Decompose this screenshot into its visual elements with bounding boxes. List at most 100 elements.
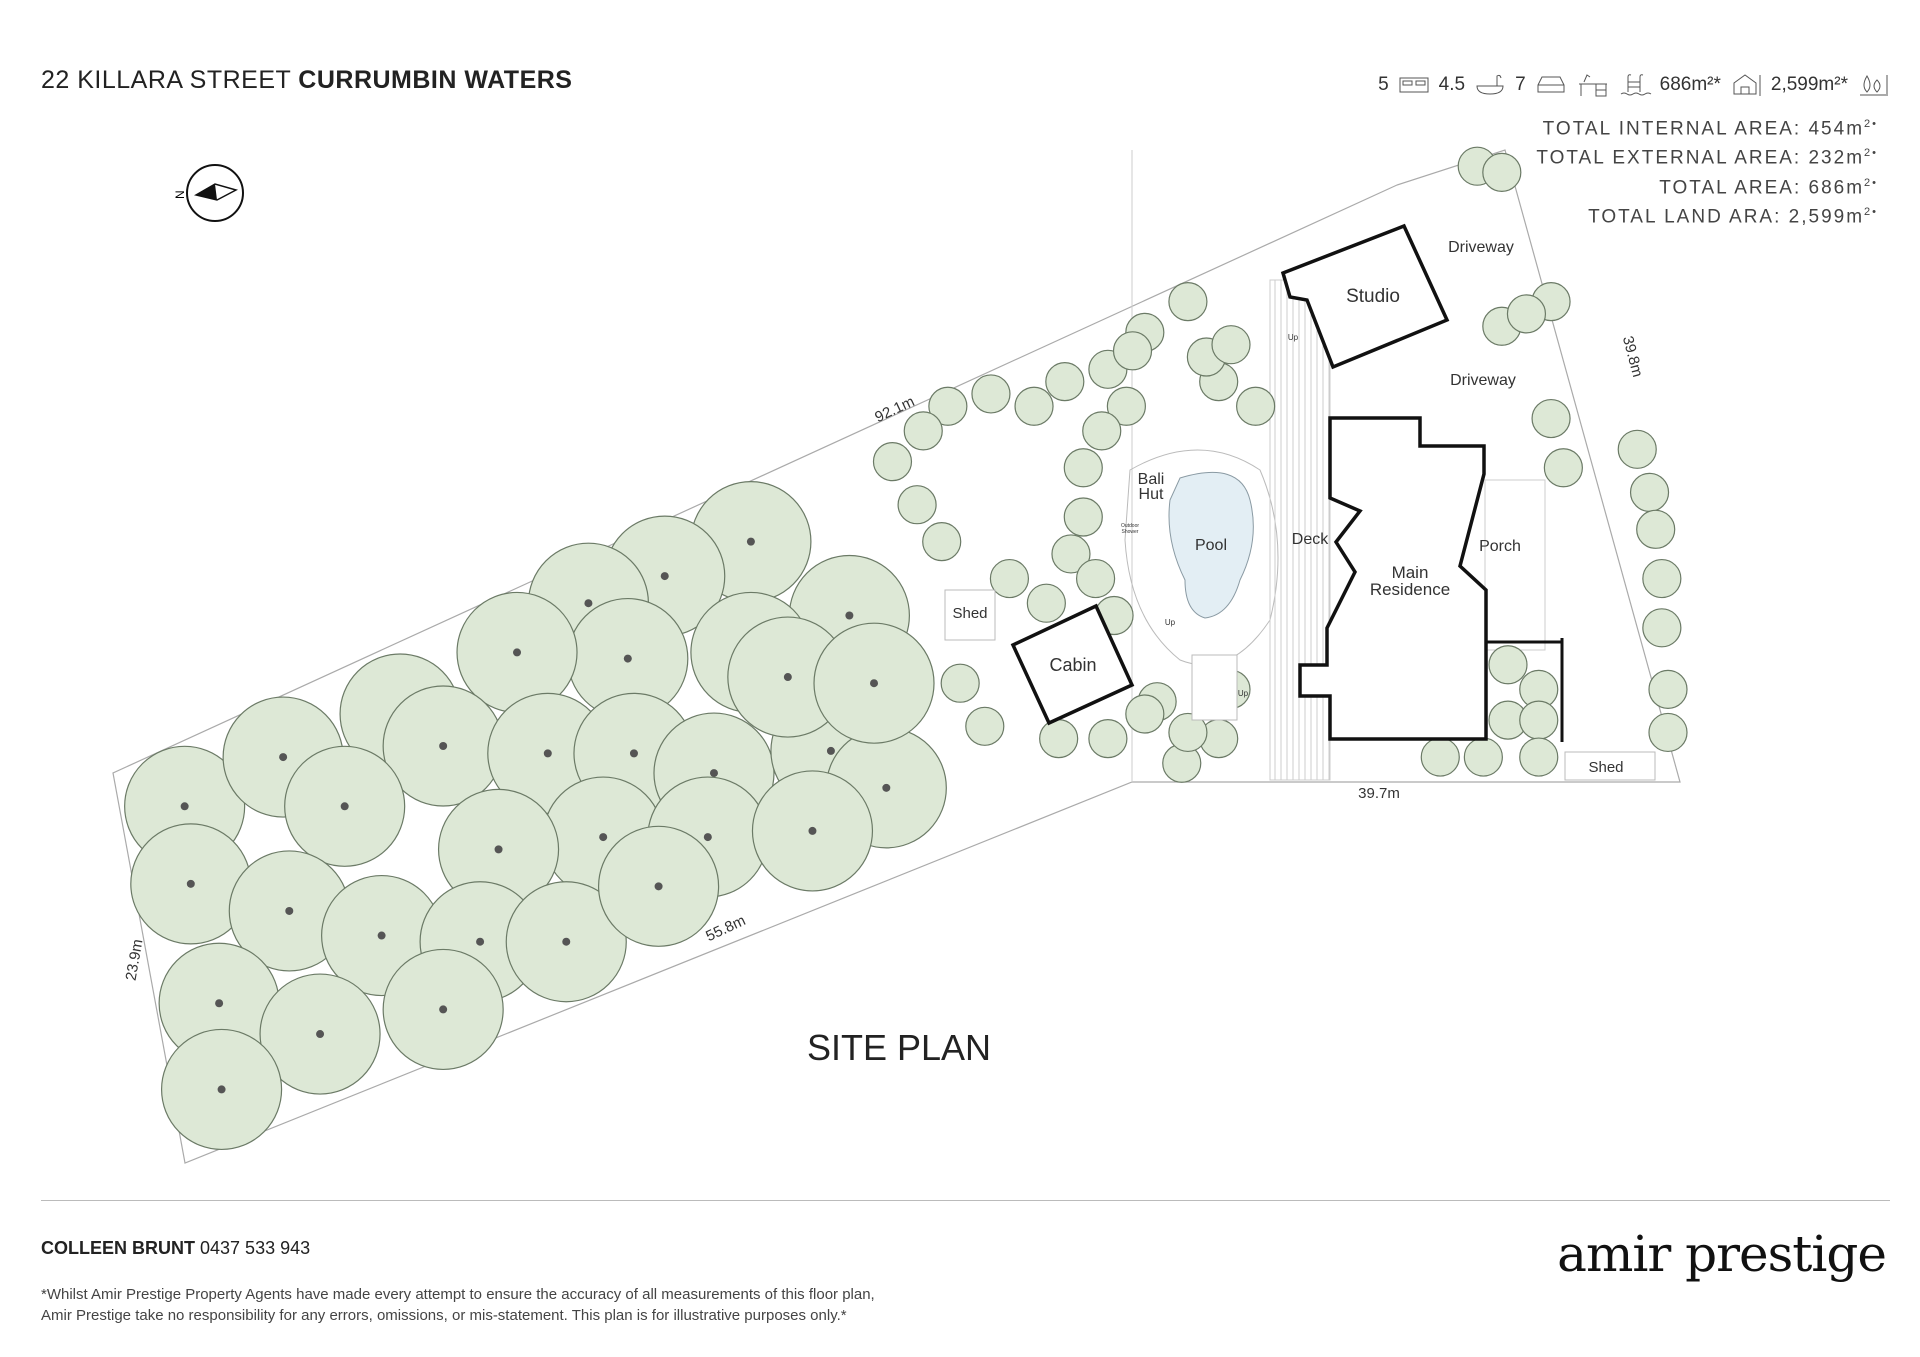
pool: [1168, 471, 1254, 619]
disclaimer: *Whilst Amir Prestige Property Agents ha…: [41, 1286, 875, 1324]
tree-icon: [989, 558, 1030, 599]
label-residence: Residence: [1370, 580, 1450, 599]
trees: [124, 146, 1688, 1151]
compass-label: N: [173, 190, 187, 199]
property-address: 22 KILLARA STREET CURRUMBIN WATERS: [41, 66, 572, 95]
label-driveway-top: Driveway: [1448, 239, 1514, 256]
total-internal-area: TOTAL INTERNAL AREA: 454m2•: [1542, 118, 1878, 140]
tree-icon: [1236, 386, 1276, 426]
tree-icon: [1531, 398, 1571, 439]
tree-icon: [928, 386, 968, 426]
dimension-right: 39.8m: [1619, 334, 1646, 379]
tree-icon: [872, 442, 913, 482]
bed-icon: [1399, 77, 1429, 93]
tree-icon: [1636, 509, 1676, 549]
label-shed-right: Shed: [1588, 759, 1623, 776]
tree-trunk: [623, 654, 632, 663]
tree-trunk: [882, 783, 891, 792]
suburb: CURRUMBIN WATERS: [298, 66, 573, 94]
tree-icon: [1642, 558, 1682, 599]
label-up: Up: [1165, 618, 1176, 627]
tree-trunk: [783, 673, 792, 682]
north-compass-icon: N: [173, 164, 244, 222]
shed-left: [944, 589, 996, 641]
label-outdoor-shower: Shower: [1122, 529, 1139, 535]
tree-trunk: [513, 648, 522, 657]
pool-icon: [1620, 74, 1651, 96]
tree-icon: [940, 663, 980, 703]
beds-count: 5: [1378, 74, 1389, 95]
tree-trunk: [826, 746, 835, 755]
total-external-area: TOTAL EXTERNAL AREA: 232m2•: [1536, 147, 1878, 169]
label-outdoor-shower: Outdoor: [1121, 523, 1139, 529]
tree-icon: [1014, 386, 1054, 426]
baths-count: 4.5: [1438, 74, 1466, 95]
label-hut: Hut: [1139, 486, 1164, 503]
tree-trunk: [316, 1030, 325, 1039]
tree-icon: [971, 374, 1011, 414]
tree-trunk: [439, 741, 448, 750]
tree-trunk: [660, 572, 669, 581]
tree-trunk: [217, 1085, 226, 1094]
tree-trunk: [703, 833, 712, 842]
tree-icon: [1125, 694, 1165, 734]
studio-outline: [1280, 223, 1450, 370]
tree-icon: [1045, 362, 1085, 402]
tree-icon: [1088, 718, 1128, 759]
tree-icon: [1519, 737, 1559, 777]
brand-logo: amir prestige: [1557, 1225, 1887, 1283]
agent-contact: COLLEEN BRUNT 0437 533 943: [41, 1238, 310, 1259]
tree-icon: [1106, 386, 1146, 426]
tree-icon: [1063, 497, 1103, 537]
tree-trunk: [279, 753, 288, 762]
main-residence-outline: [1298, 416, 1488, 741]
agent-name: COLLEEN BRUNT: [41, 1238, 195, 1258]
car-icon: [1537, 76, 1565, 93]
tree-icon: [1211, 325, 1251, 365]
deck: [1269, 279, 1331, 781]
tree-icon: [1463, 737, 1503, 777]
tree-icon: [1648, 712, 1688, 753]
label-deck: Deck: [1292, 531, 1329, 548]
tree-trunk: [180, 802, 189, 811]
label-porch: Porch: [1479, 538, 1521, 555]
tree-icon: [1642, 608, 1682, 648]
footer-divider: [41, 1200, 1890, 1201]
porch-area: [1484, 479, 1546, 651]
shed-right: [1564, 751, 1656, 781]
tree-icon: [1026, 583, 1066, 623]
site-plan-title: SITE PLAN: [807, 1027, 991, 1068]
tree-trunk: [746, 537, 755, 546]
tree-trunk: [709, 769, 718, 778]
tree-trunk: [340, 802, 349, 811]
tree-icon: [922, 522, 962, 562]
land-icon: [1860, 75, 1888, 96]
tree-trunk: [377, 931, 386, 940]
street: 22 KILLARA STREET: [41, 66, 291, 94]
label-studio: Studio: [1346, 286, 1400, 307]
tree-trunk: [599, 833, 608, 842]
tree-icon: [1629, 472, 1670, 512]
tree-icon: [897, 485, 937, 525]
dimension-bottom-right: 39.7m: [1358, 785, 1400, 802]
tree-icon: [1063, 448, 1103, 488]
property-stats: 5 4.5 7 686m²* 2,599m²*: [1378, 72, 1890, 98]
area-totals: TOTAL INTERNAL AREA: 454m2• TOTAL EXTERN…: [1536, 112, 1878, 229]
house-icon: [1733, 74, 1761, 96]
tree-icon: [1420, 737, 1460, 777]
tree-trunk: [845, 611, 854, 620]
tree-icon: [1488, 645, 1528, 685]
label-main: Main: [1392, 563, 1429, 582]
tree-trunk: [215, 999, 224, 1008]
label-pool: Pool: [1195, 537, 1227, 554]
cars-count: 7: [1515, 74, 1526, 95]
total-area: TOTAL AREA: 686m2•: [1659, 176, 1878, 198]
tree-icon: [1482, 152, 1522, 192]
tree-trunk: [654, 882, 663, 891]
tree-icon: [1168, 712, 1208, 753]
label-driveway: Driveway: [1450, 372, 1516, 389]
tree-icon: [1617, 429, 1657, 469]
tree-icon: [1082, 411, 1122, 451]
study-desk-icon: [1578, 74, 1607, 97]
